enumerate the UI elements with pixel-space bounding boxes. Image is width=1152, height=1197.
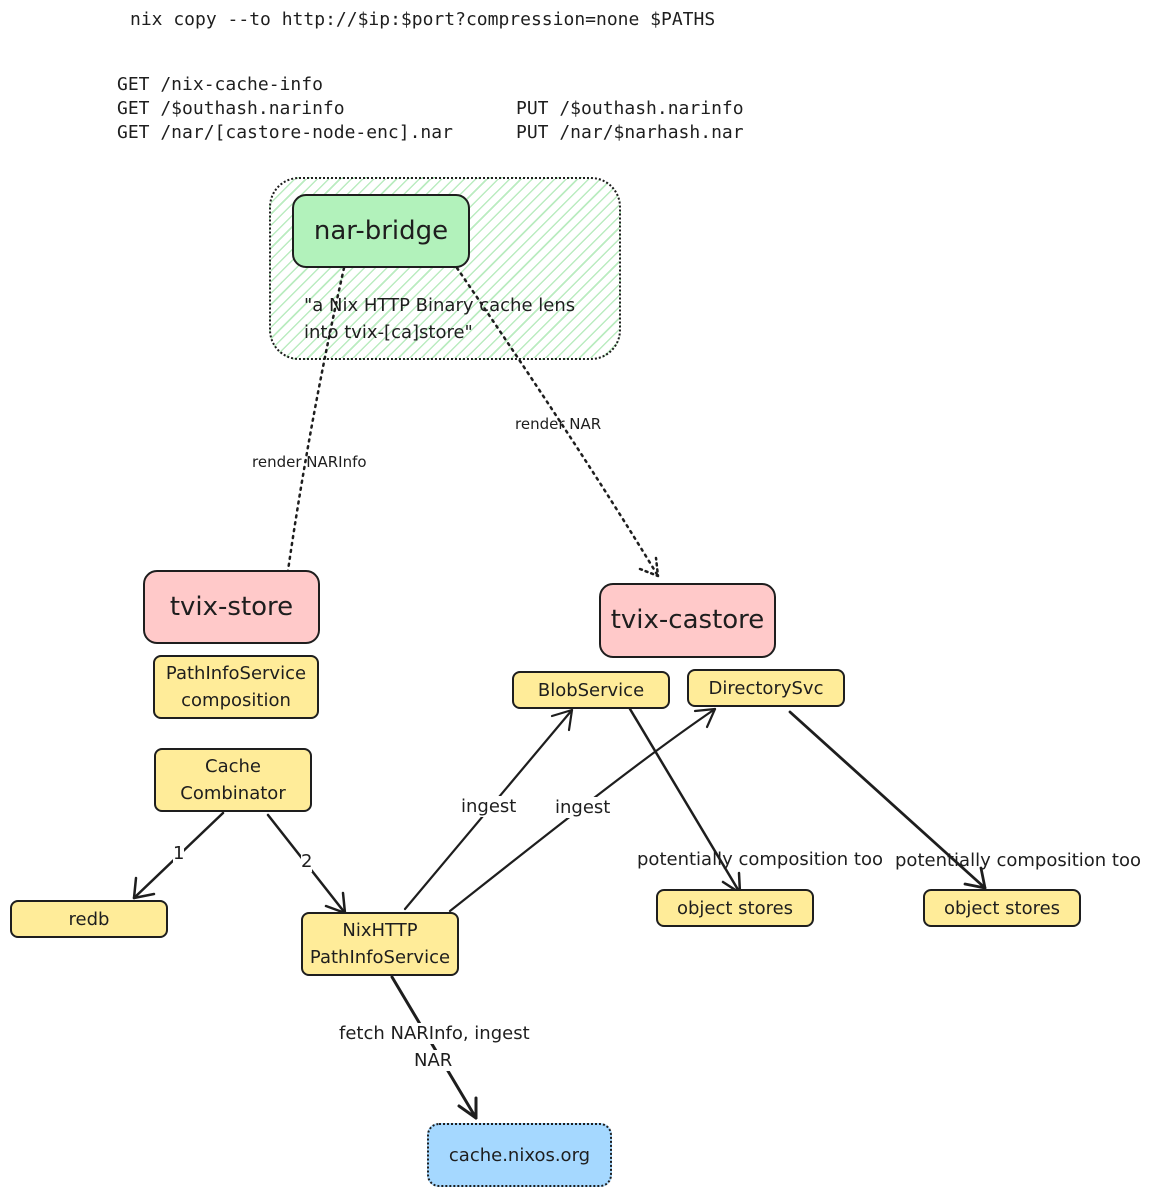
fetch-label-line-2: NAR — [414, 1050, 453, 1071]
cache-combinator-label-1: Cache — [205, 756, 261, 777]
put-request-2: PUT /nar/$narhash.nar — [516, 122, 744, 143]
nixhttp-pathinfoservice-node[interactable]: NixHTTP PathInfoService — [301, 912, 459, 976]
put-request-1: PUT /$outhash.narinfo — [516, 98, 744, 119]
cache-combinator-label-2: Combinator — [180, 783, 286, 804]
potentially-composition-label-2: potentially composition too — [895, 850, 1141, 871]
object-stores-label-1: object stores — [676, 897, 794, 919]
edge-fetch-cache-arrowhead — [457, 1096, 478, 1120]
edge-combinator-redb-arrowhead — [132, 876, 156, 900]
edge-render-nar-arrowhead — [638, 556, 660, 578]
object-stores-node-blob[interactable]: object stores — [656, 889, 814, 927]
nixhttp-label-2: PathInfoService — [309, 947, 451, 968]
pathinfo-composition-label-2: composition — [181, 690, 291, 711]
redb-label: redb — [68, 908, 110, 930]
ingest-label-directory: ingest — [555, 797, 611, 818]
render-narinfo-label: render NARInfo — [252, 453, 367, 471]
potentially-composition-label-1: potentially composition too — [637, 849, 883, 870]
directory-svc-node[interactable]: DirectorySvc — [687, 669, 845, 707]
get-request-2: GET /$outhash.narinfo — [117, 98, 345, 119]
nix-copy-command: nix copy --to http://$ip:$port?compressi… — [130, 9, 716, 30]
redb-node[interactable]: redb — [10, 900, 168, 938]
edge-ingest-directory-arrowhead — [693, 707, 717, 729]
blob-service-node[interactable]: BlobService — [512, 671, 670, 709]
cache-nixos-org-label: cache.nixos.org — [448, 1144, 591, 1166]
edge-ingest-blob-arrowhead — [550, 708, 574, 732]
tvix-store-node[interactable]: tvix-store — [143, 570, 320, 644]
nar-bridge-description-line-2: into tvix-[ca]store" — [304, 322, 473, 343]
edge-fetch-cache — [390, 975, 478, 1120]
nar-bridge-label: nar-bridge — [313, 215, 449, 246]
fetch-label-line-1: fetch NARInfo, ingest — [339, 1023, 530, 1044]
tvix-castore-node[interactable]: tvix-castore — [599, 583, 776, 658]
get-request-3: GET /nar/[castore-node-enc].nar — [117, 122, 453, 143]
render-nar-label: render NAR — [515, 415, 602, 433]
directory-svc-label: DirectorySvc — [708, 677, 824, 699]
edge-render-nar — [455, 266, 660, 578]
get-request-1: GET /nix-cache-info — [117, 74, 323, 95]
tvix-castore-label: tvix-castore — [610, 605, 765, 635]
tvix-store-label: tvix-store — [169, 591, 294, 622]
pathinfo-composition-label-1: PathInfoService — [165, 663, 307, 684]
cache-nixos-org-node[interactable]: cache.nixos.org — [427, 1123, 612, 1187]
edge-blob-objectstores — [628, 707, 742, 895]
order-label-1: 1 — [173, 843, 185, 864]
nixhttp-label-1: NixHTTP — [342, 920, 418, 941]
pathinfo-composition-node[interactable]: PathInfoService composition — [153, 655, 319, 719]
blob-service-label: BlobService — [537, 679, 645, 701]
object-stores-label-2: object stores — [943, 897, 1061, 919]
nar-bridge-node[interactable]: nar-bridge — [292, 194, 470, 268]
edge-directory-objectstores-arrowhead — [963, 866, 987, 890]
ingest-label-blob: ingest — [461, 796, 517, 817]
nar-bridge-description-line-1: "a Nix HTTP Binary cache lens — [304, 295, 576, 316]
cache-combinator-node[interactable]: Cache Combinator — [154, 748, 312, 812]
object-stores-node-directory[interactable]: object stores — [923, 889, 1081, 927]
order-label-2: 2 — [301, 851, 313, 872]
edge-directory-objectstores — [788, 710, 987, 890]
